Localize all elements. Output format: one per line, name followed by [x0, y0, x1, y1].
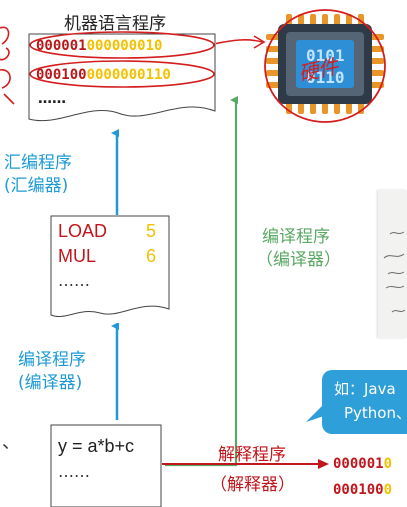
edge-handwriting: [0, 18, 20, 108]
assembly-doc-shape: [50, 215, 170, 317]
edge-mark-left: 、: [2, 432, 20, 453]
bubble-tail: [306, 404, 324, 422]
machine-line-1: 000001000000010: [36, 38, 162, 54]
assembly-ellipsis: ……: [58, 271, 90, 290]
assembler-label: 汇编程序: [4, 153, 72, 173]
interpreter-arrow-head: [318, 459, 329, 469]
machine-language-title: 机器语言程序: [64, 14, 166, 34]
machine-line-2-operand: 0000000110: [86, 67, 171, 83]
interpreter-output-line-2: 0001000: [333, 482, 392, 498]
high-level-statement: y = a*b+c: [58, 436, 135, 456]
chip-graphic: [264, 9, 386, 123]
high-level-program-doc: y = a*b+c ……: [50, 424, 162, 507]
hardware-pointer-arrow-head: [253, 35, 266, 49]
high-level-ellipsis: ……: [58, 462, 90, 481]
interpreter-label: 解释程序: [218, 445, 286, 465]
assembly-arg-1: 5: [146, 221, 157, 241]
language-examples-bubble: 如：Java Python、: [322, 370, 407, 434]
edge-handwriting-strokes: [0, 26, 15, 105]
interpreter-sub-label: （解释器）: [210, 475, 295, 495]
high-level-doc-shape: [50, 424, 162, 507]
chip-binary-top: 0101: [306, 46, 345, 65]
compiler-right-sub-label: （编译器）: [256, 250, 341, 270]
bubble-line-1: 如：Java: [334, 380, 396, 398]
machine-line-2-opcode: 000100: [36, 67, 87, 83]
chip-binary-bottom: 0110: [306, 68, 345, 87]
interpreter-output-2-operand: 0: [383, 482, 393, 498]
interpreter-output-1-opcode: 000001: [333, 456, 384, 472]
machine-ellipsis: ……: [38, 91, 66, 107]
machine-line-1-operand: 000000010: [86, 38, 163, 54]
assembly-op-1: LOAD: [58, 221, 108, 241]
assembly-arg-2: 6: [146, 246, 157, 266]
compiler-left-sub-label: (编译器): [18, 373, 83, 393]
assembly-op-2: MUL: [58, 246, 97, 266]
assembler-sub-label: (汇编器): [4, 176, 69, 196]
photo-sliver-scribbles: [383, 231, 406, 313]
machine-line-1-opcode: 000001: [36, 38, 87, 54]
machine-line-2: 0001000000000110: [36, 67, 171, 83]
interpreter-output-2-opcode: 000100: [333, 482, 384, 498]
machine-language-doc: 000001000000010 0001000000000110 ……: [28, 31, 216, 127]
interpreter-output-1-operand: 0: [383, 456, 393, 472]
compiler-arrow-right: [165, 96, 238, 467]
compiler-right-label: 编译程序: [262, 227, 330, 247]
machine-highlight-ovals: [29, 31, 215, 88]
hardware-chip: 0101 0110 硬件: [262, 4, 388, 124]
assembly-program-doc: LOAD 5 MUL 6 ……: [50, 215, 170, 323]
photo-sliver: [378, 190, 407, 338]
interpreter-output-line-1: 0000010: [333, 456, 392, 472]
bubble-line-2: Python、: [344, 404, 407, 422]
hardware-pointer-arrow: [213, 39, 263, 45]
compiler-left-label: 编译程序: [18, 350, 86, 370]
